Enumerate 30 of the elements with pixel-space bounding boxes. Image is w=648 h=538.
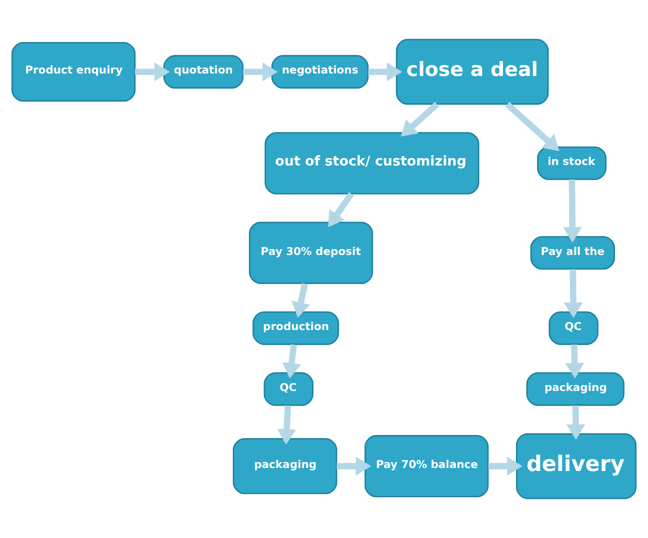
node-box: QC: [264, 372, 314, 406]
arrow: [564, 269, 583, 318]
node-box: Pay 70% balance: [364, 435, 489, 498]
arrow: [488, 456, 522, 476]
node-box: in stock: [537, 146, 607, 180]
node-box: packaging: [526, 372, 624, 406]
arrow: [505, 102, 560, 152]
arrow: [336, 456, 372, 476]
node-box: quotation: [163, 55, 244, 89]
node-box: out of stock/ customizing: [264, 132, 480, 194]
arrow: [400, 102, 440, 137]
arrow: [282, 344, 301, 379]
arrow: [243, 62, 278, 82]
arrow: [566, 406, 586, 440]
node-box: QC: [548, 311, 598, 345]
arrow: [328, 192, 354, 228]
node-box: production: [252, 311, 340, 345]
node-box: Pay 30% deposit: [248, 222, 374, 284]
node-box: packaging: [232, 438, 338, 494]
arrow: [292, 283, 310, 318]
arrow: [563, 179, 582, 243]
node-box: Pay all the: [530, 236, 616, 270]
node-box: negotiations: [271, 55, 369, 89]
arrow: [565, 344, 584, 379]
node-box: close a deal: [396, 38, 549, 105]
node-box: delivery: [516, 433, 637, 500]
arrow: [368, 62, 402, 82]
arrow: [134, 62, 170, 82]
node-box: Product enquiry: [11, 42, 136, 102]
arrow: [277, 405, 296, 445]
